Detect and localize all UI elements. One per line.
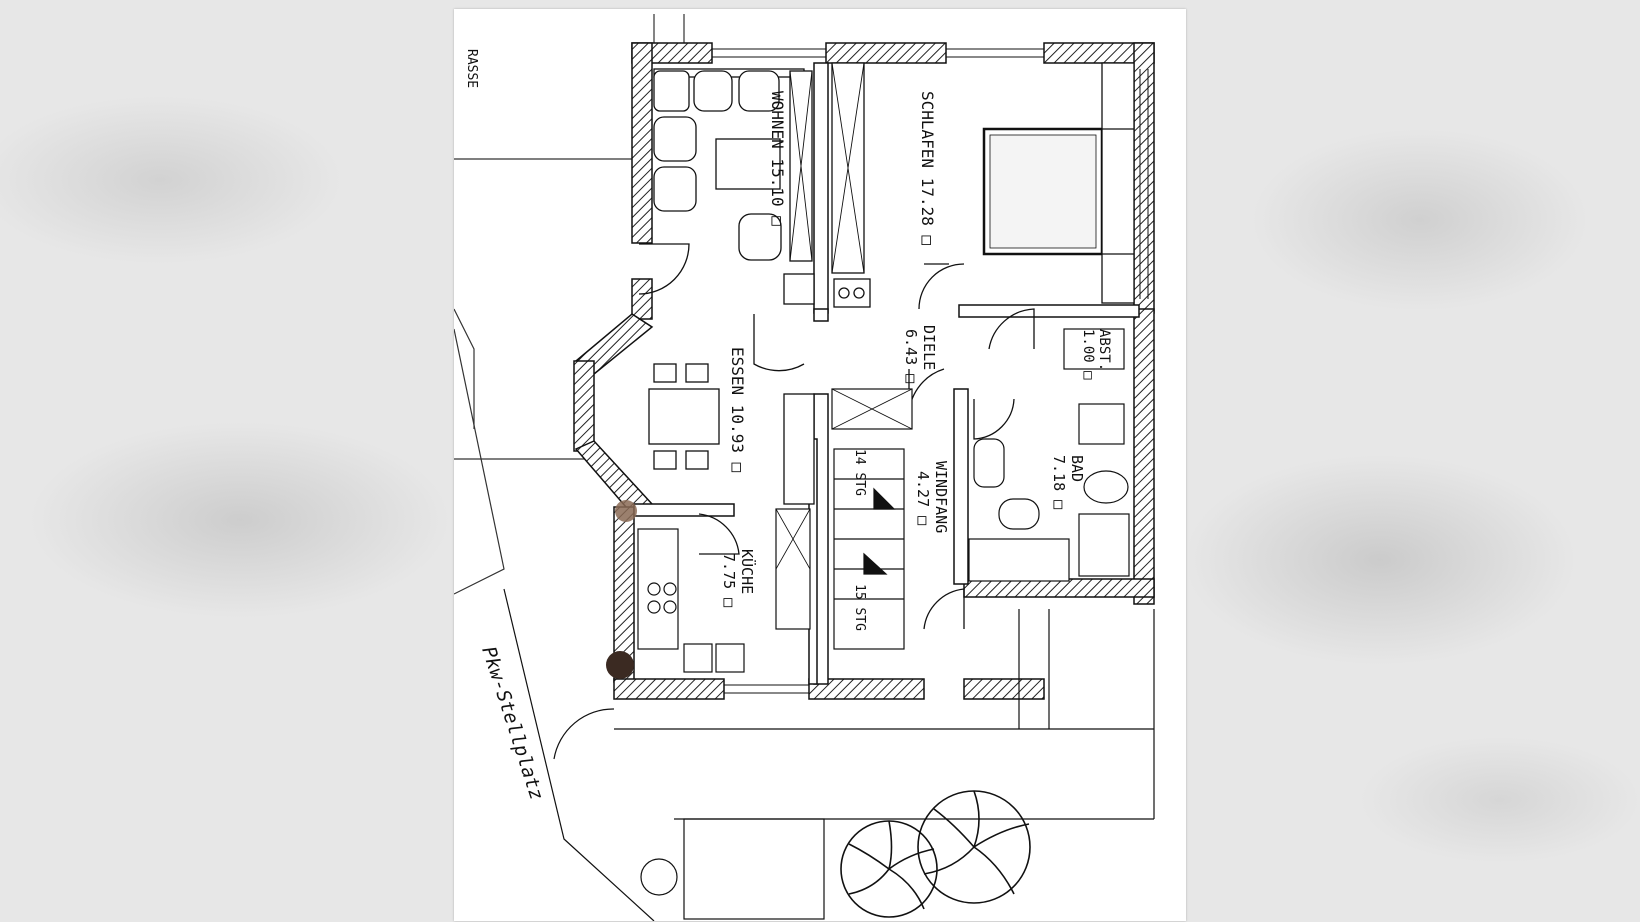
exterior-walls [573,42,1155,700]
staircase [775,388,913,650]
room-label-windfang: WINDFANG [932,461,950,533]
floor-plan-drawing: RASSE WOHNEN 15.10 □ SCHLAFEN 17.28 □ ES… [454,14,1155,921]
marker-dark-dot [606,651,634,679]
windows [712,48,1149,694]
bedroom-furniture [831,62,1135,308]
stair-label-upper: 14 STG [852,449,867,496]
terrace-label: RASSE [464,49,479,88]
room-label-abst: ABST. [1096,329,1112,371]
tree-icon [840,820,938,918]
parking-label: Pkw-Stellplatz [477,644,547,803]
kitchen-furniture [637,528,745,673]
room-label-schlafen: SCHLAFEN 17.28 □ [918,91,937,245]
room-label-wohnen: WOHNEN 15.10 □ [768,91,787,226]
interior-walls [633,62,1140,685]
room-label-essen: ESSEN 10.93 □ [728,347,747,473]
room-area-abst: 1.00 □ [1080,329,1096,380]
marker-brown-dot [615,500,637,522]
room-area-bad: 7.18 □ [1050,455,1068,509]
living-room-furniture [653,68,815,305]
room-label-bad: BAD [1068,455,1086,482]
floor-plan: RASSE WOHNEN 15.10 □ SCHLAFEN 17.28 □ ES… [454,9,1186,921]
tree-icon [917,790,1031,904]
entrance-area [503,588,1155,921]
room-area-windfang: 4.27 □ [914,471,932,525]
room-area-kueche: 7.75 □ [720,553,738,607]
bathroom-fixtures [968,328,1130,582]
room-label-diele: DIELE [920,325,938,370]
terrace-area [454,14,685,595]
room-area-diele: 6.43 □ [902,329,920,383]
stair-label-lower: 15 STG [852,584,867,631]
dining-furniture [648,363,815,505]
room-label-kueche: KÜCHE [738,549,757,594]
